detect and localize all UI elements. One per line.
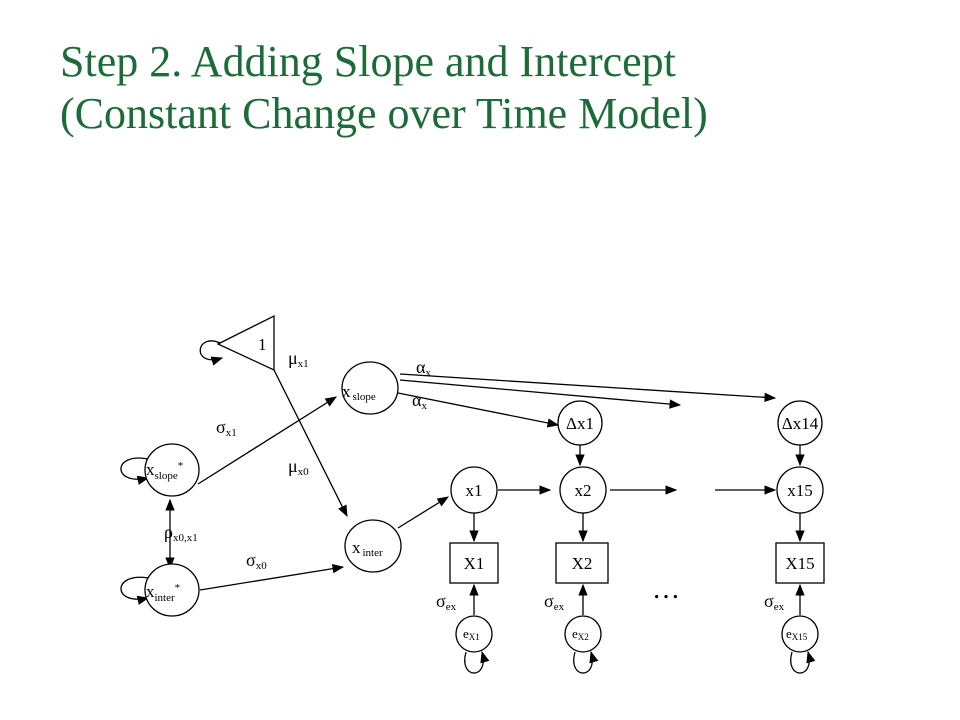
error-X15-sub: X15: [792, 632, 808, 642]
path-alpha-delta14: [399, 373, 777, 402]
title-line-2: (Constant Change over Time Model): [60, 89, 708, 138]
slope-factor-sub: slope: [353, 391, 376, 403]
svg-text:eX2: eX2: [572, 626, 589, 642]
latent-x1-circle: [450, 466, 498, 514]
latent-x1-label: x1: [466, 481, 483, 500]
inter-star-sub: inter: [155, 592, 175, 604]
error-X1-node: eX1: [455, 615, 493, 653]
label-alpha-top: αx: [416, 357, 431, 379]
observed-X15-node: X15: [775, 542, 825, 584]
loop-eX2: [573, 650, 599, 674]
slide-title: Step 2. Adding Slope and Intercept (Cons…: [60, 36, 920, 140]
loop-constant: [199, 340, 224, 366]
path-mu-x0: [272, 367, 348, 518]
slope-star-node: xslope*: [144, 443, 200, 497]
observed-X2-box: [555, 542, 609, 584]
svg-text:xinter: xinter: [352, 538, 383, 559]
path-alpha-delta1: [397, 392, 560, 428]
slope-star-sub: slope: [155, 470, 178, 482]
delta14-node: Δx14: [777, 400, 823, 446]
observed-X1-label: X1: [464, 554, 485, 573]
slope-star-mark: *: [178, 460, 184, 472]
inter-star-circle: [144, 563, 200, 617]
delta1-label: Δx1: [566, 414, 594, 433]
observed-X15-label: X15: [785, 554, 814, 573]
latent-x15-label: x15: [787, 481, 813, 500]
constant-triangle: [216, 314, 275, 372]
loop-eX15: [790, 650, 816, 674]
latent-x1-node: x1: [450, 466, 498, 514]
error-X15-circle: [781, 615, 819, 653]
latent-x2-node: x2: [559, 466, 607, 514]
error-X2-node: eX2: [564, 615, 602, 653]
label-sigma-x0: σx0: [246, 550, 267, 572]
inter-factor-circle: [344, 519, 402, 573]
edges: [120, 340, 816, 674]
error-X1-circle: [455, 615, 493, 653]
path-inter-x1: [397, 496, 449, 529]
inter-factor-sub: inter: [363, 547, 383, 559]
latent-x2-circle: [559, 466, 607, 514]
label-mu-x1: μx1: [288, 348, 309, 370]
loop-inter-star: [120, 576, 150, 605]
loop-eX1: [464, 650, 490, 674]
label-sigma-ex-2: σex: [544, 591, 565, 613]
ellipsis: …: [652, 574, 680, 605]
observed-X2-label: X2: [572, 554, 593, 573]
slope-star-circle: [144, 443, 200, 497]
latent-x15-node: x15: [776, 466, 824, 514]
inter-star-mark: *: [175, 582, 181, 594]
label-rho: ρx0,x1: [164, 522, 198, 544]
label-sigma-ex-15: σex: [764, 591, 785, 613]
label-sigma-x1: σx1: [216, 417, 237, 439]
latent-x2-label: x2: [575, 481, 592, 500]
svg-text:xslope*: xslope*: [146, 460, 183, 482]
slope-factor-circle: [341, 361, 399, 415]
label-alpha-low: αx: [412, 390, 427, 412]
path-alpha-ellipsis: [399, 379, 682, 409]
delta1-circle: [557, 400, 603, 446]
error-X2-circle: [564, 615, 602, 653]
delta14-circle: [777, 400, 823, 446]
slope-factor-main: x: [342, 382, 351, 401]
svg-text:xslope: xslope: [342, 382, 376, 403]
error-X1-main: e: [463, 626, 469, 641]
error-X2-sub: X2: [578, 632, 589, 642]
label-sigma-ex-1: σex: [436, 591, 457, 613]
observed-X1-box: [449, 542, 499, 584]
delta14-label: Δx14: [782, 414, 819, 433]
inter-star-main: x: [146, 582, 155, 601]
title-line-1: Step 2. Adding Slope and Intercept: [60, 37, 676, 86]
error-X15-main: e: [786, 626, 792, 641]
label-mu-x0: μx0: [288, 456, 309, 478]
svg-text:xinter*: xinter*: [146, 582, 180, 604]
error-X15-node: eX15: [781, 615, 819, 653]
path-sigma-x1: [197, 396, 337, 485]
constant-label: 1: [258, 335, 267, 354]
delta1-node: Δx1: [557, 400, 603, 446]
observed-X1-node: X1: [449, 542, 499, 584]
observed-X2-node: X2: [555, 542, 609, 584]
inter-factor-main: x: [352, 538, 361, 557]
path-sigma-x0: [199, 564, 345, 591]
latent-x15-circle: [776, 466, 824, 514]
svg-text:eX1: eX1: [463, 626, 480, 642]
loop-slope-star: [120, 457, 150, 485]
constant-node: 1: [216, 314, 275, 372]
svg-text:eX15: eX15: [786, 626, 808, 642]
error-X1-sub: X1: [469, 632, 480, 642]
observed-X15-box: [775, 542, 825, 584]
error-X2-main: e: [572, 626, 578, 641]
slope-star-main: x: [146, 460, 155, 479]
inter-star-node: xinter*: [144, 563, 200, 617]
